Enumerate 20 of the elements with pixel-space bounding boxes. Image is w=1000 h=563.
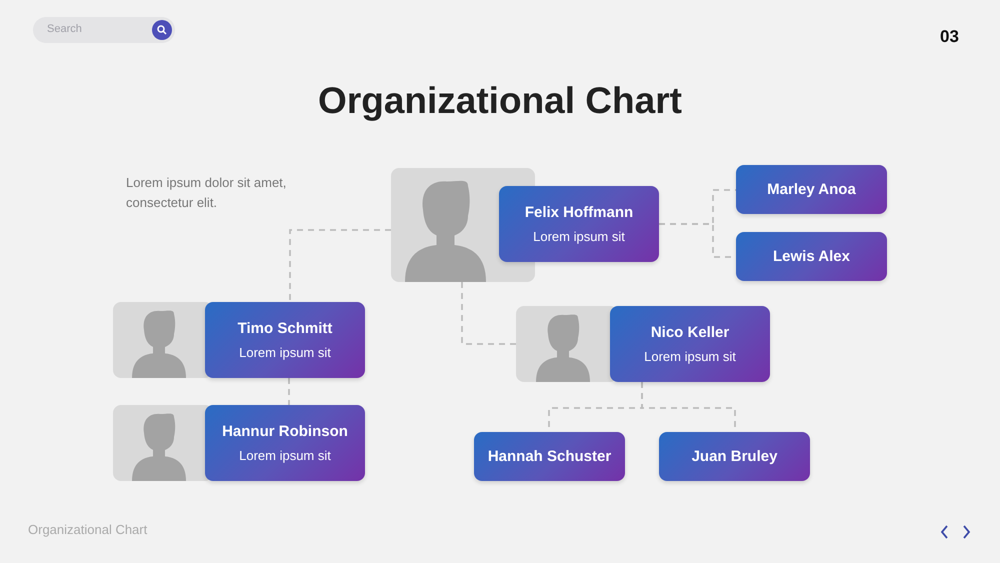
role-text: Lorem ipsum sit xyxy=(239,345,331,360)
page-number: 03 xyxy=(940,27,959,47)
search-field: Search xyxy=(33,17,175,43)
connector-line xyxy=(289,229,391,302)
role-text: Lorem ipsum sit xyxy=(239,448,331,463)
title: Organizational Chart xyxy=(317,80,683,122)
connector-line xyxy=(288,378,290,405)
description-text: Lorem ipsum dolor sit amet, consectetur elit. xyxy=(126,174,288,212)
role-text: Lorem ipsum sit xyxy=(533,229,625,244)
name-text: Timo Schmitt xyxy=(238,320,332,337)
name-text: Hannur Robinson xyxy=(222,423,348,440)
name-text: Marley Anoa xyxy=(767,181,856,198)
name-text: Hannah Schuster xyxy=(488,448,612,465)
footer-text: Organizational Chart xyxy=(28,522,148,537)
name-text: Juan Bruley xyxy=(692,448,778,465)
connector-line xyxy=(461,282,516,345)
name-text: Felix Hoffmann xyxy=(524,204,634,221)
role-text: Lorem ipsum sit xyxy=(644,349,736,364)
name-text: Lewis Alex xyxy=(773,248,850,265)
name-text: Nico Keller xyxy=(650,324,730,341)
